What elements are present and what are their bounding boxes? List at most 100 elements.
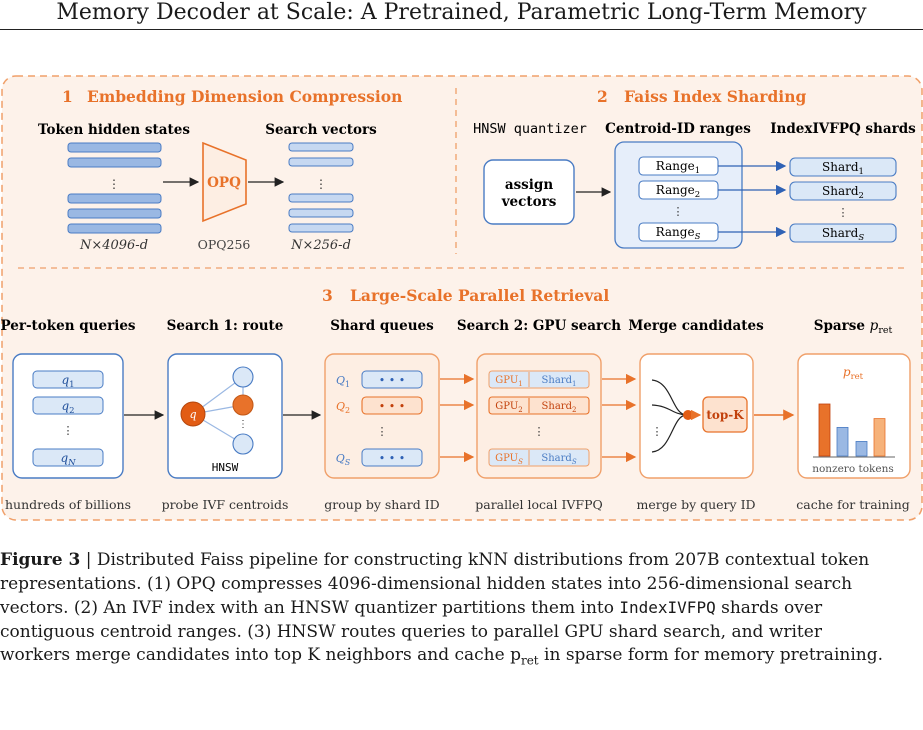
sparse-bar (873, 418, 886, 457)
ivfpq-shards-text: IndexIVFPQ shards (770, 121, 916, 137)
shard-items: Shard1 Shard2 ⋮ ShardS (789, 157, 897, 243)
hnsw-dots: ⋮ (238, 419, 248, 430)
shard-1-label: Shard1 (822, 160, 864, 177)
gpu-shard-1-label: Shard1 (542, 375, 577, 388)
stage-caption-queues: group by shard ID (324, 497, 439, 512)
assign-line1: assign (505, 177, 554, 193)
dim-out-label: N×256-d (290, 238, 351, 253)
stage-title-queries: Per-token queries (0, 318, 135, 334)
running-header: Memory Decoder at Scale: A Pretrained, P… (0, 0, 923, 30)
caption-line-2: representations. (1) OPQ compresses 4096… (0, 573, 853, 594)
query-dots: ⋮ (63, 424, 74, 437)
gpu-dots: ⋮ (534, 425, 545, 438)
stage-title-sparse: Sparse pret (814, 318, 893, 336)
query-n-label: qN (60, 451, 76, 468)
query-1-label: q1 (61, 373, 74, 390)
search-dots: ⋮ (315, 177, 327, 191)
stage-caption-queries: hundreds of billions (5, 497, 131, 512)
caption-line-5: workers merge candidates into top K neig… (0, 645, 883, 668)
stage-title-merge: Merge candidates (628, 318, 764, 334)
panel-embedding-compression: 1 Embedding Dimension Compression Token … (38, 87, 402, 253)
caption-line-4: contiguous centroid ranges. (3) HNSW rou… (0, 621, 822, 642)
range-s-label: RangeS (656, 225, 701, 242)
query-node-label: q (189, 408, 196, 421)
gpu-shard-s-label: ShardS (541, 453, 576, 466)
stage-title-gpu: Search 2: GPU search (457, 318, 621, 334)
pret-label: pret (843, 365, 864, 382)
query-node (180, 401, 206, 427)
token-hidden-states-label: Token hidden states (38, 122, 190, 138)
gpu-row-active (488, 396, 590, 415)
hnsw-quantizer-label: HNSW quantizer (473, 121, 587, 137)
merge-point (683, 410, 693, 420)
queue-item-active (361, 396, 423, 415)
shard-s-label: ShardS (822, 226, 865, 243)
opq-caption: OPQ256 (198, 237, 251, 252)
gpu-2-label: GPU2 (495, 401, 522, 414)
range-2-label: Range2 (656, 183, 700, 200)
caption-line-3: vectors. (2) An IVF index with an HNSW q… (0, 598, 823, 618)
hnsw-node (232, 366, 254, 388)
range-items: Range1 Range2 ⋮ RangeS (638, 156, 719, 242)
queue-2-label: Q2 (336, 400, 350, 415)
topk-label: top-K (706, 408, 744, 422)
nonzero-tokens-label: nonzero tokens (812, 463, 894, 475)
token-dots: ⋮ (108, 177, 120, 191)
shard-item (789, 157, 897, 177)
hnsw-node-active (232, 394, 254, 416)
stage-caption-merge: merge by query ID (636, 497, 755, 512)
queue-item (361, 370, 423, 389)
panel2-number: 2 (597, 87, 608, 106)
hnsw-label: HNSW (212, 461, 239, 474)
caption-figure-label: Figure 3 (0, 550, 81, 570)
search-bars (288, 142, 354, 233)
panel-index-sharding: 2 Faiss Index Sharding HNSW quantizer Ce… (473, 87, 916, 249)
sparse-bar (818, 403, 831, 457)
queue-1-dots: • • • (379, 374, 405, 387)
assign-vectors-box (483, 159, 575, 225)
queue-s-dots: • • • (379, 452, 405, 465)
search-vectors-label: Search vectors (265, 122, 377, 138)
query-item (32, 448, 104, 467)
queue-1-label: Q1 (336, 374, 350, 389)
shard-2-label: Shard2 (822, 184, 864, 201)
merge-curves (651, 379, 687, 453)
panel-parallel-retrieval: 3 Large-Scale Parallel Retrieval Per-tok… (0, 286, 911, 512)
queue-dots-vertical: ⋮ (377, 425, 388, 438)
queue-s-label: QS (336, 452, 351, 467)
shard-dots: ⋮ (838, 206, 849, 219)
range-dots: ⋮ (673, 205, 684, 218)
opq-trapezoid (202, 141, 247, 223)
shard-item (789, 223, 897, 243)
gpu-row (488, 370, 590, 389)
figure-pipeline: 1 Embedding Dimension Compression Token … (0, 75, 923, 521)
opq-label: OPQ (207, 175, 241, 191)
stage-caption-route: probe IVF centroids (162, 497, 289, 512)
query-item (32, 370, 104, 389)
merge-dots: ⋮ (652, 425, 663, 438)
ivfpq-shards-label: IndexIVFPQ shards (770, 121, 916, 137)
stage-caption-gpu: parallel local IVFPQ (475, 497, 603, 512)
panel2-title: Faiss Index Sharding (624, 87, 806, 106)
queue-item (361, 448, 423, 467)
stage-title-queues: Shard queues (330, 318, 434, 334)
hnsw-node (232, 433, 254, 455)
figure-caption: Figure 3 | Distributed Faiss pipeline fo… (0, 549, 923, 673)
gpu-s-label: GPUS (495, 453, 523, 466)
query-item (32, 396, 104, 415)
sparse-bars (818, 403, 886, 457)
hnsw-quantizer-text: HNSW quantizer (473, 121, 587, 137)
query-2-label: q2 (61, 399, 74, 416)
range-1-label: Range1 (656, 159, 700, 176)
assign-line2: vectors (501, 194, 557, 210)
queue-2-dots: • • • (379, 400, 405, 413)
gpu-1-label: GPU1 (495, 375, 522, 388)
panel3-title: Large-Scale Parallel Retrieval (350, 286, 609, 305)
centroid-ranges-label: Centroid-ID ranges (605, 121, 751, 137)
gpu-shard-2-label: Shard2 (542, 401, 577, 414)
sparse-bar (836, 426, 849, 457)
topk-box (702, 396, 748, 433)
panel1-number: 1 (62, 87, 73, 106)
dim-in-label: N×4096-d (79, 238, 148, 253)
stage-title-route: Search 1: route (167, 318, 284, 334)
